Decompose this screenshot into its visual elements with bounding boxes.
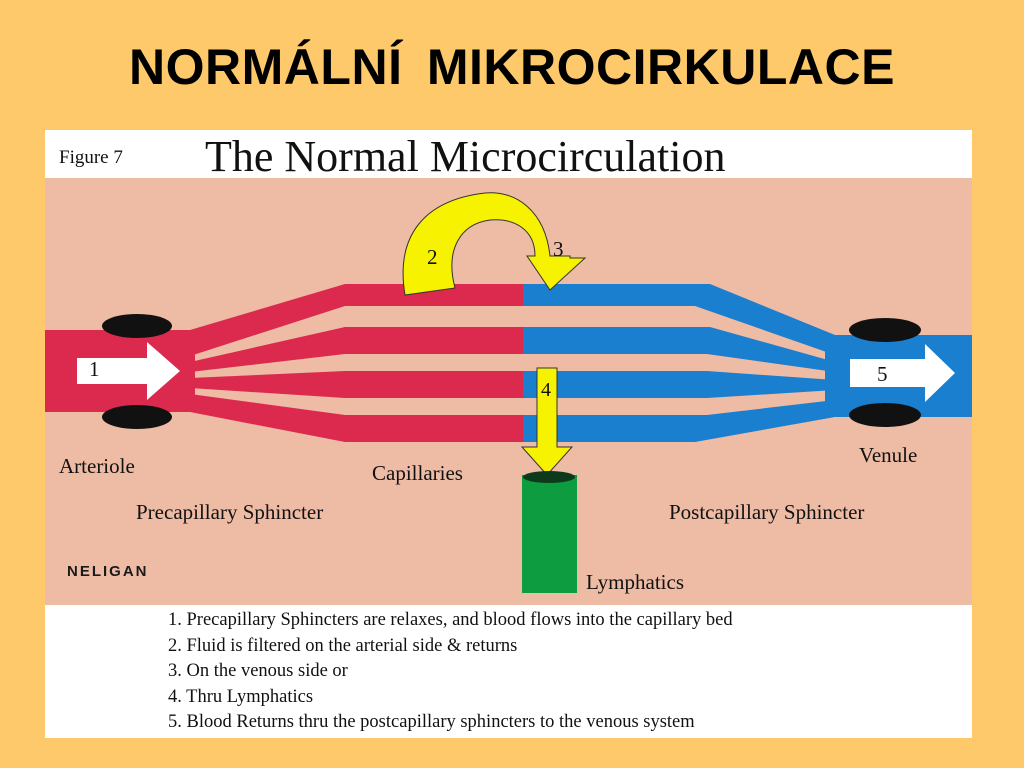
- arterial-capillary-4: [190, 394, 523, 442]
- postcapillary-sphincter-top: [849, 318, 921, 342]
- venous-capillary-1: [523, 284, 835, 355]
- venous-capillary-2: [523, 327, 835, 372]
- arterial-capillary-1: [190, 284, 523, 356]
- lymphatics-label: Lymphatics: [586, 570, 684, 594]
- figure-heading: The Normal Microcirculation: [205, 132, 725, 181]
- precapillary-sphincter-bottom: [102, 405, 172, 429]
- lymphatic-opening: [523, 471, 575, 483]
- inflow-arrow-icon: [77, 342, 180, 400]
- arterial-capillary-2: [190, 327, 523, 372]
- lymphatic-vessel: [522, 475, 577, 593]
- step-1-number: 1: [89, 357, 100, 381]
- microcirculation-figure: Figure 7 The Normal Microcirculation: [45, 130, 972, 738]
- venous-capillary-4: [523, 400, 835, 442]
- credit-logo: NELIGAN: [67, 563, 149, 580]
- sphincters: [102, 314, 921, 429]
- venous-capillary-3: [523, 371, 835, 398]
- capillaries-label: Capillaries: [372, 461, 463, 485]
- lymph-down-arrow-icon: [520, 367, 574, 476]
- arterial-capillary-3: [190, 371, 523, 398]
- caption-item: 1. Precapillary Sphincters are relaxes, …: [168, 610, 733, 630]
- arteriole-label: Arteriole: [59, 454, 135, 478]
- slide-title: NORMÁLNÍ MIKROCIRKULACE: [129, 39, 895, 95]
- outflow-arrow-icon: [850, 344, 955, 402]
- caption-item: 2. Fluid is filtered on the arterial sid…: [168, 635, 518, 656]
- precapillary-sphincter-top: [102, 314, 172, 338]
- caption-item: 3. On the venous side or: [168, 661, 348, 681]
- caption-item: 4. Thru Lymphatics: [168, 686, 314, 707]
- step-5-number: 5: [877, 362, 888, 386]
- step-3-number: 3: [553, 237, 564, 261]
- caption-item: 5. Blood Returns thru the postcapillary …: [168, 712, 695, 732]
- step-4-number: 4: [541, 379, 551, 401]
- diagram-canvas: Figure 7 The Normal Microcirculation: [45, 132, 972, 605]
- caption-list: 1. Precapillary Sphincters are relaxes, …: [168, 608, 733, 736]
- postcapillary-sphincter-label: Postcapillary Sphincter: [669, 500, 864, 524]
- step-2-number: 2: [427, 245, 438, 269]
- filtration-arc-arrow-icon: [402, 192, 587, 296]
- venule-label: Venule: [859, 443, 917, 467]
- precapillary-sphincter-label: Precapillary Sphincter: [136, 500, 323, 524]
- postcapillary-sphincter-bottom: [849, 403, 921, 427]
- figure-label: Figure 7: [59, 147, 123, 168]
